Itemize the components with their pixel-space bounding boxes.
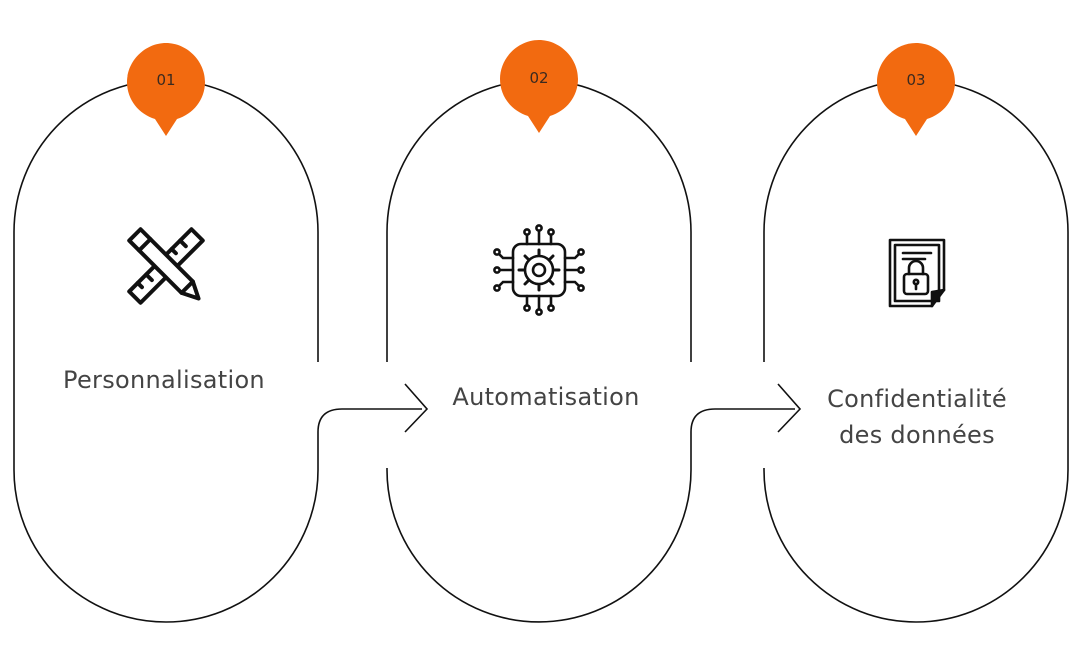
step-badge-3 — [877, 43, 955, 136]
step-title-line: des données — [839, 421, 995, 449]
connector-arrow-2 — [690, 383, 802, 440]
step-card-outline-2 — [386, 79, 692, 623]
step-title: Personnalisation — [44, 362, 284, 398]
step-title: Automatisation — [426, 379, 666, 415]
step-badge-2 — [500, 40, 578, 133]
circuit-gear-icon — [493, 224, 585, 316]
ruler-pencil-icon — [127, 227, 205, 305]
step-title-line: Confidentialité — [827, 385, 1007, 413]
step-title: Confidentialité des données — [797, 381, 1037, 453]
connector-arrow-1 — [317, 383, 429, 440]
step-title-line: Automatisation — [452, 383, 640, 411]
step-badge-1 — [127, 43, 205, 136]
step-card-outline-3 — [763, 79, 1069, 623]
step-title-line: Personnalisation — [63, 366, 265, 394]
step-number: 01 — [156, 71, 176, 89]
step-card-outline-1 — [13, 79, 319, 623]
step-number: 03 — [906, 71, 926, 89]
locked-document-icon — [888, 238, 946, 308]
step-number: 02 — [529, 69, 549, 87]
